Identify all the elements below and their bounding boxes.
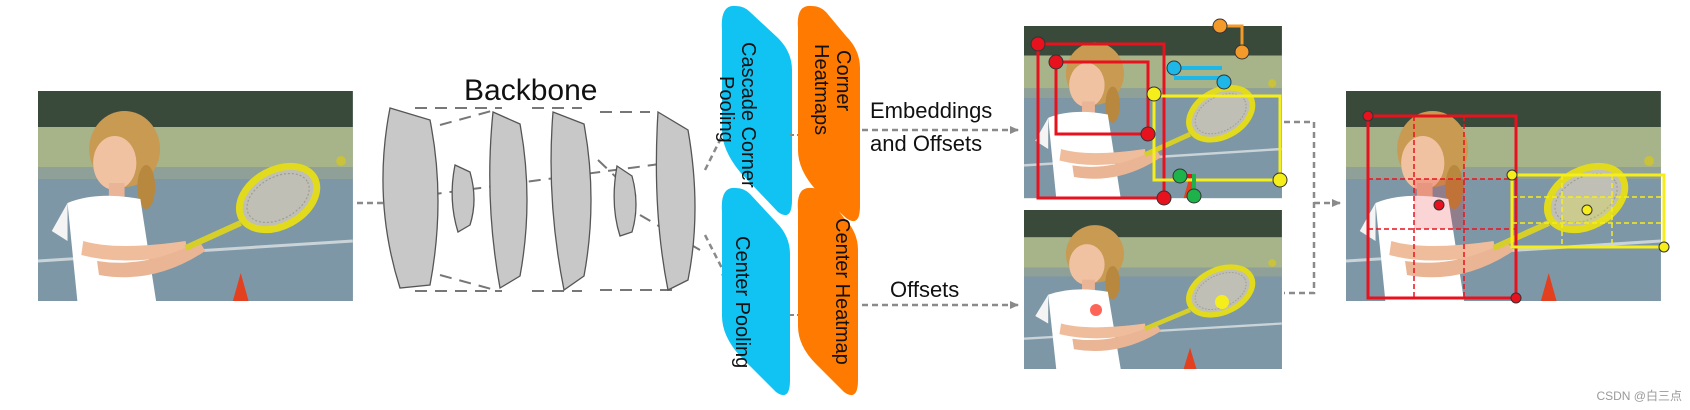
corner-heatmaps-line1: Corner [832,50,854,111]
cascade-corner-pooling-block: Cascade Corner Pooling [715,5,792,216]
cascade-corner-pooling-line1: Cascade Corner [737,42,759,188]
center-pooling-block: Center Pooling [721,187,790,396]
input-image [38,91,353,301]
center-heatmap-block: Center Heatmap [797,187,858,396]
center-heatmap-label: Center Heatmap [831,218,853,365]
center-pooling-label: Center Pooling [731,236,753,368]
merge-arrows [1284,120,1316,295]
watermark: CSDN @白三点 [1596,389,1682,403]
embeddings-label: Embeddings [870,98,992,123]
and-offsets-label: and Offsets [870,131,982,156]
backbone-label: Backbone [464,74,597,107]
cascade-corner-pooling-line2: Pooling [715,76,737,143]
corner-detection-image [1024,18,1288,206]
corner-heatmaps-block: Corner Heatmaps [797,5,860,222]
center-detection-image [1024,210,1282,369]
offsets-label: Offsets [890,277,959,302]
corner-heatmaps-line2: Heatmaps [810,44,832,135]
final-detection-image [1346,91,1670,304]
backbone-network [382,107,701,292]
